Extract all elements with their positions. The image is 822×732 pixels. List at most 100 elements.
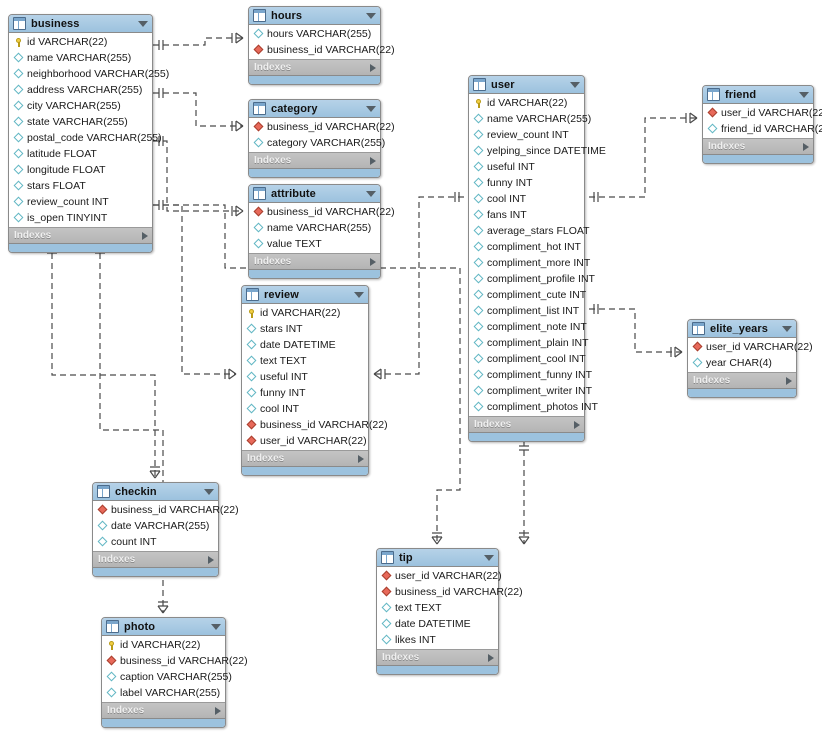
column-row[interactable]: average_stars FLOAT	[469, 223, 590, 239]
table-header-tip[interactable]: tip	[377, 549, 498, 567]
chevron-down-icon[interactable]	[570, 81, 580, 88]
column-row[interactable]: compliment_cool INT	[469, 351, 586, 367]
triangle-right-icon[interactable]	[370, 257, 376, 266]
column-row[interactable]: business_id VARCHAR(22)	[377, 584, 523, 600]
column-row[interactable]: review_count INT	[9, 194, 152, 210]
column-row[interactable]: name VARCHAR(255)	[469, 111, 591, 127]
column-row[interactable]: business_id VARCHAR(22)	[249, 204, 395, 220]
column-row[interactable]: business_id VARCHAR(22)	[93, 502, 239, 518]
column-row[interactable]: compliment_more INT	[469, 255, 590, 271]
column-row[interactable]: compliment_cute INT	[469, 287, 586, 303]
chevron-down-icon[interactable]	[799, 91, 809, 98]
column-row[interactable]: user_id VARCHAR(22)	[688, 339, 813, 355]
table-header-business[interactable]: business	[9, 15, 152, 33]
column-row[interactable]: count INT	[93, 534, 218, 550]
chevron-down-icon[interactable]	[366, 190, 376, 197]
chevron-down-icon[interactable]	[211, 623, 221, 630]
triangle-right-icon[interactable]	[358, 454, 364, 463]
column-row[interactable]: business_id VARCHAR(22)	[102, 653, 248, 669]
column-row[interactable]: date DATETIME	[242, 337, 368, 353]
column-row[interactable]: stars INT	[242, 321, 368, 337]
column-row[interactable]: id VARCHAR(22)	[242, 305, 368, 321]
column-row[interactable]: compliment_list INT	[469, 303, 584, 319]
table-header-category[interactable]: category	[249, 100, 380, 118]
column-row[interactable]: business_id VARCHAR(22)	[249, 42, 395, 58]
column-row[interactable]: category VARCHAR(255)	[249, 135, 385, 151]
column-row[interactable]: user_id VARCHAR(22)	[703, 105, 822, 121]
column-row[interactable]: likes INT	[377, 632, 498, 648]
column-row[interactable]: value TEXT	[249, 236, 380, 252]
triangle-right-icon[interactable]	[370, 156, 376, 165]
table-header-friend[interactable]: friend	[703, 86, 813, 104]
column-row[interactable]: postal_code VARCHAR(255)	[9, 130, 162, 146]
table-header-checkin[interactable]: checkin	[93, 483, 218, 501]
indexes-section-elite_years[interactable]: Indexes	[688, 372, 796, 388]
column-row[interactable]: neighborhood VARCHAR(255)	[9, 66, 169, 82]
table-header-photo[interactable]: photo	[102, 618, 225, 636]
column-row[interactable]: is_open TINYINT	[9, 210, 152, 226]
column-row[interactable]: compliment_funny INT	[469, 367, 592, 383]
column-row[interactable]: cool INT	[469, 191, 584, 207]
column-row[interactable]: compliment_hot INT	[469, 239, 584, 255]
column-row[interactable]: compliment_profile INT	[469, 271, 595, 287]
triangle-right-icon[interactable]	[803, 142, 809, 151]
indexes-section-category[interactable]: Indexes	[249, 152, 380, 168]
chevron-down-icon[interactable]	[484, 554, 494, 561]
table-header-attribute[interactable]: attribute	[249, 185, 380, 203]
triangle-right-icon[interactable]	[786, 376, 792, 385]
indexes-section-checkin[interactable]: Indexes	[93, 551, 218, 567]
indexes-section-hours[interactable]: Indexes	[249, 59, 380, 75]
column-row[interactable]: name VARCHAR(255)	[249, 220, 380, 236]
column-row[interactable]: cool INT	[242, 401, 368, 417]
column-row[interactable]: funny INT	[242, 385, 368, 401]
column-row[interactable]: longitude FLOAT	[9, 162, 152, 178]
triangle-right-icon[interactable]	[215, 706, 221, 715]
column-row[interactable]: latitude FLOAT	[9, 146, 152, 162]
column-row[interactable]: caption VARCHAR(255)	[102, 669, 232, 685]
column-row[interactable]: date VARCHAR(255)	[93, 518, 218, 534]
triangle-right-icon[interactable]	[370, 63, 376, 72]
table-header-user[interactable]: user	[469, 76, 584, 94]
table-header-hours[interactable]: hours	[249, 7, 380, 25]
column-row[interactable]: business_id VARCHAR(22)	[249, 119, 395, 135]
column-row[interactable]: fans INT	[469, 207, 584, 223]
column-row[interactable]: review_count INT	[469, 127, 584, 143]
triangle-right-icon[interactable]	[208, 555, 214, 564]
column-row[interactable]: hours VARCHAR(255)	[249, 26, 380, 42]
indexes-section-photo[interactable]: Indexes	[102, 702, 225, 718]
column-row[interactable]: name VARCHAR(255)	[9, 50, 152, 66]
column-row[interactable]: useful INT	[469, 159, 584, 175]
column-row[interactable]: useful INT	[242, 369, 368, 385]
column-row[interactable]: business_id VARCHAR(22)	[242, 417, 388, 433]
column-row[interactable]: funny INT	[469, 175, 584, 191]
column-row[interactable]: id VARCHAR(22)	[469, 95, 584, 111]
column-row[interactable]: user_id VARCHAR(22)	[242, 433, 368, 449]
column-row[interactable]: compliment_writer INT	[469, 383, 592, 399]
column-row[interactable]: yelping_since DATETIME	[469, 143, 606, 159]
column-row[interactable]: friend_id VARCHAR(22)	[703, 121, 822, 137]
column-row[interactable]: text TEXT	[377, 600, 498, 616]
chevron-down-icon[interactable]	[204, 488, 214, 495]
indexes-section-business[interactable]: Indexes	[9, 227, 152, 243]
chevron-down-icon[interactable]	[366, 12, 376, 19]
indexes-section-user[interactable]: Indexes	[469, 416, 584, 432]
triangle-right-icon[interactable]	[574, 420, 580, 429]
column-row[interactable]: text TEXT	[242, 353, 368, 369]
column-row[interactable]: compliment_plain INT	[469, 335, 589, 351]
column-row[interactable]: id VARCHAR(22)	[102, 637, 225, 653]
column-row[interactable]: stars FLOAT	[9, 178, 152, 194]
indexes-section-tip[interactable]: Indexes	[377, 649, 498, 665]
indexes-section-friend[interactable]: Indexes	[703, 138, 813, 154]
column-row[interactable]: address VARCHAR(255)	[9, 82, 152, 98]
triangle-right-icon[interactable]	[142, 231, 148, 240]
column-row[interactable]: compliment_photos INT	[469, 399, 598, 415]
table-header-review[interactable]: review	[242, 286, 368, 304]
